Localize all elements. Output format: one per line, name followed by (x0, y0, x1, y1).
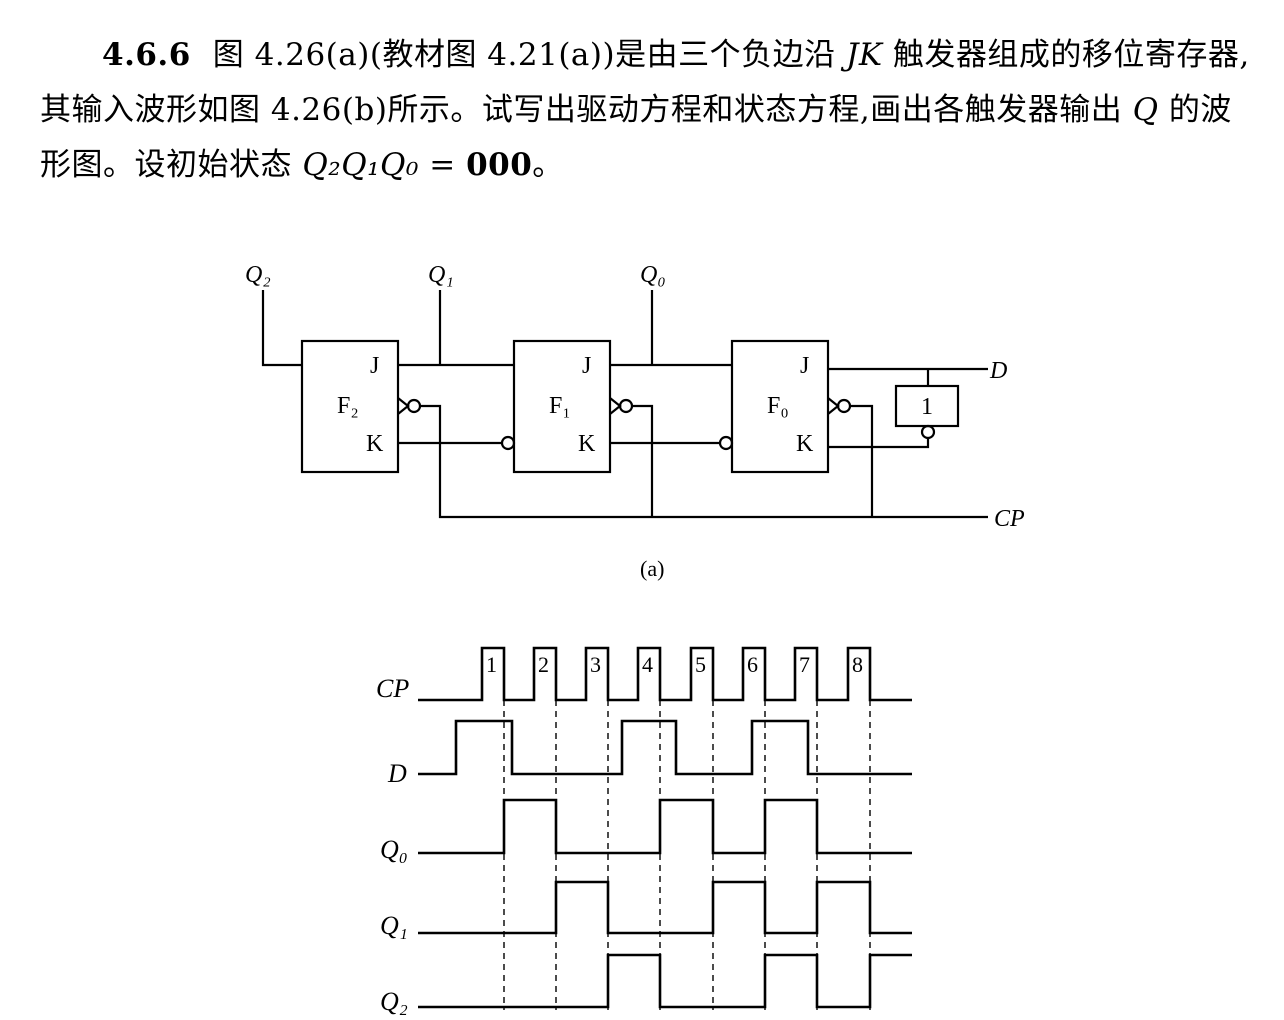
waveform-q1 (418, 880, 912, 935)
inverter-bubble (920, 424, 936, 440)
wire-q2 (261, 290, 302, 367)
problem-tail: 。 (532, 147, 564, 183)
signal-label-q2: Q₂ (380, 987, 408, 1016)
wire-cp-f1 (632, 404, 654, 517)
problem-jk: JK (845, 37, 883, 73)
label-cp-input: CP (994, 506, 1025, 532)
problem-statement: 4.6.6 图 4.26(a)(教材图 4.21(a))是由三个负边沿 JK 触发… (40, 28, 1250, 193)
pulse-number-6: 6 (747, 652, 758, 677)
problem-init-value: 000 (466, 147, 533, 183)
figure-caption-a: (a) (640, 556, 664, 581)
f1-k-label: K (578, 431, 596, 457)
clock-bubble-f2 (406, 398, 422, 414)
problem-text-1: 图 4.26(a)(教材图 4.21(a))是由三个负边沿 (212, 37, 846, 73)
k-bubble-f1 (500, 435, 516, 451)
k-bubble-f0 (718, 435, 734, 451)
circuit-labels: Q₂ Q₁ Q₀ J F₂ K J F₁ K J F₀ K 1 D CP (a) (245, 262, 1025, 581)
timing-waveforms (418, 646, 912, 1009)
problem-number: 4.6.6 (102, 37, 191, 73)
timing-diagram: 1 2 3 4 5 6 7 8 CP D Q₀ Q₁ Q₂ (376, 646, 912, 1016)
pulse-number-4: 4 (642, 652, 653, 677)
pulse-number-1: 1 (486, 652, 497, 677)
pulse-number-2: 2 (538, 652, 549, 677)
label-q1: Q₁ (428, 262, 454, 288)
wire-cp-main (420, 404, 988, 519)
flipflop-f2-box (300, 339, 400, 474)
waveform-cp (418, 646, 912, 702)
signal-label-cp: CP (376, 674, 409, 703)
flipflop-f1-box (512, 339, 612, 474)
waveform-q0 (418, 798, 912, 855)
circuit-diagram (261, 290, 988, 519)
waveform-q2 (418, 953, 912, 1009)
clock-triangle-f2 (397, 397, 410, 415)
problem-text-3: 的波形图。设初始状态 (40, 92, 1232, 183)
f1-j-label: J (582, 353, 591, 379)
clock-triangle-f0 (827, 397, 840, 415)
pulse-number-3: 3 (590, 652, 601, 677)
clock-triangle-f1 (609, 397, 622, 415)
timing-pulse-numbers: 1 2 3 4 5 6 7 8 (486, 652, 863, 677)
f0-k-label: K (796, 431, 814, 457)
pulse-number-5: 5 (695, 652, 706, 677)
problem-text-2: 触发器组成的移位寄存器,其输入波形如图 4.26(b)所示。试写出驱动方程和状态… (40, 37, 1250, 128)
pulse-number-8: 8 (852, 652, 863, 677)
f2-k-label: K (366, 431, 384, 457)
problem-q: Q (1132, 92, 1159, 128)
wire-inverter-f0k (828, 438, 930, 449)
f0-j-label: J (800, 353, 809, 379)
f0-name: F₀ (767, 393, 789, 419)
clock-bubble-f0 (836, 398, 852, 414)
signal-label-q0: Q₀ (380, 835, 408, 864)
f1-name: F₁ (549, 393, 571, 419)
problem-eq: = (418, 147, 467, 183)
f2-name: F₂ (337, 393, 359, 419)
clock-bubble-f1 (618, 398, 634, 414)
f2-j-label: J (370, 353, 379, 379)
flipflop-f0-box (730, 339, 830, 474)
pulse-number-7: 7 (799, 652, 810, 677)
waveform-d (418, 719, 912, 776)
wire-cp-f0 (850, 404, 874, 517)
signal-label-q1: Q₁ (380, 911, 408, 940)
label-d-input: D (989, 358, 1007, 384)
timing-signal-labels: CP D Q₀ Q₁ Q₂ (376, 674, 409, 1016)
label-q0: Q₀ (640, 262, 666, 288)
problem-state-label: Q₂Q₁Q₀ (302, 147, 419, 183)
label-q2: Q₂ (245, 262, 271, 288)
signal-label-d: D (387, 759, 407, 788)
timing-guide-lines (503, 700, 871, 1010)
inverter-label: 1 (921, 394, 933, 420)
